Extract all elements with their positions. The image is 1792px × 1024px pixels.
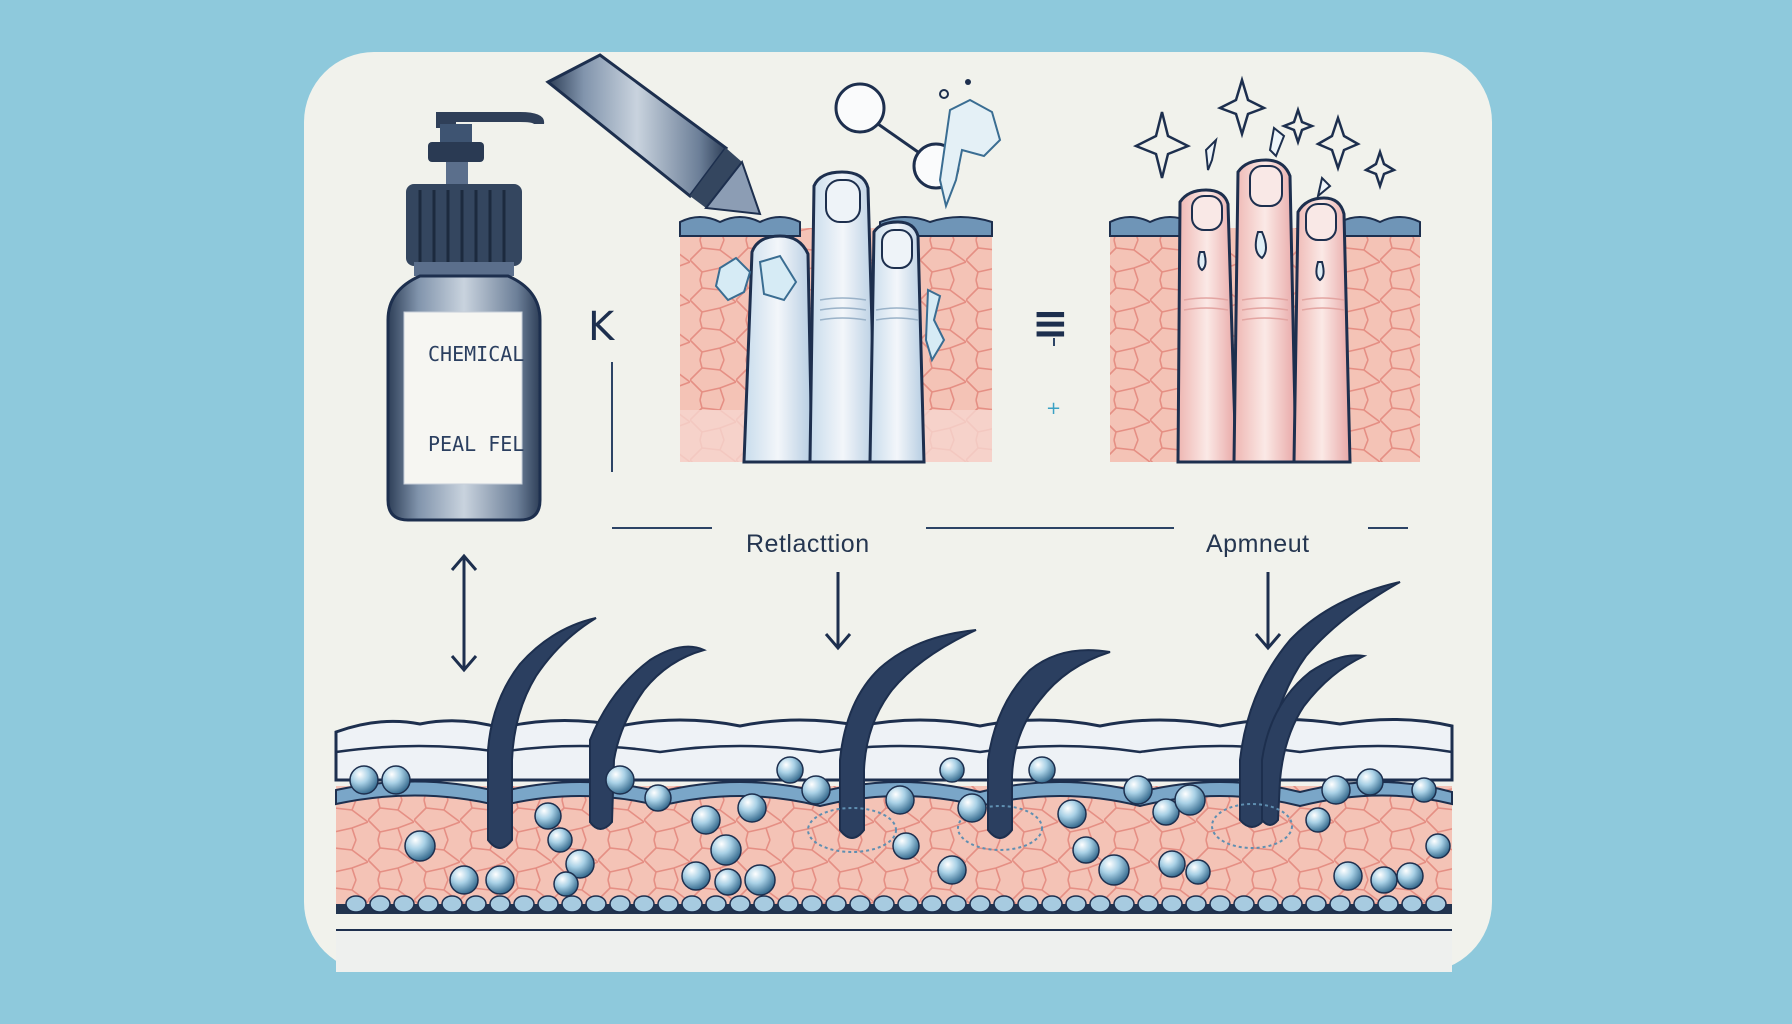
down-arrow-icon — [1254, 572, 1282, 651]
equals-icon: ≡ — [1032, 298, 1069, 349]
arrow-glyph: K — [588, 304, 615, 350]
dropper-tube — [545, 53, 762, 244]
bottle-label-line1: CHEMICAL — [428, 342, 525, 366]
down-arrow-icon — [824, 572, 852, 651]
plus-icon: + — [1046, 398, 1062, 419]
connector-lines — [611, 338, 1408, 529]
sparkle-icon — [1132, 75, 1397, 190]
panel-after — [1109, 75, 1421, 464]
skin-cross-section — [334, 581, 1454, 972]
chemical-peel-bottle — [386, 100, 545, 522]
caption-reflection: Retlacttion — [746, 530, 870, 558]
caption-apmneut: Apmneut — [1206, 530, 1310, 558]
bottle-label-line2: PEAL FEL — [428, 432, 525, 456]
double-arrow-icon — [450, 553, 478, 673]
panel-before — [679, 79, 1002, 464]
